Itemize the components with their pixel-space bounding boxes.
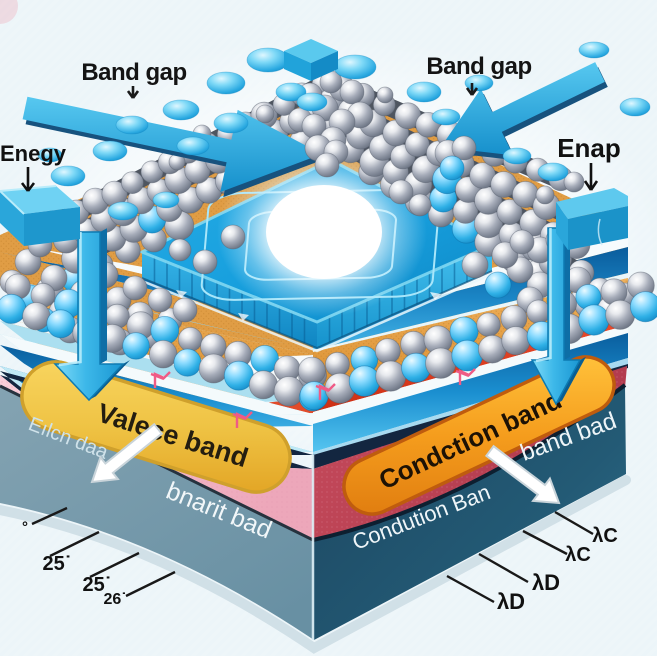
svg-text:Enap: Enap — [557, 133, 621, 163]
svg-text:Band gap: Band gap — [81, 59, 186, 86]
svg-text:25˙: 25˙ — [43, 553, 72, 575]
svg-text:λD: λD — [497, 589, 525, 614]
svg-text:λC: λC — [592, 525, 618, 547]
svg-text:Band gap: Band gap — [426, 53, 531, 80]
svg-text:26˙: 26˙ — [103, 591, 126, 608]
svg-text:Enegy: Enegy — [0, 141, 67, 166]
svg-text:25˙: 25˙ — [83, 574, 112, 596]
svg-text:λC: λC — [565, 544, 591, 566]
svg-text:λD: λD — [532, 570, 560, 595]
svg-text:°: ° — [22, 519, 28, 536]
